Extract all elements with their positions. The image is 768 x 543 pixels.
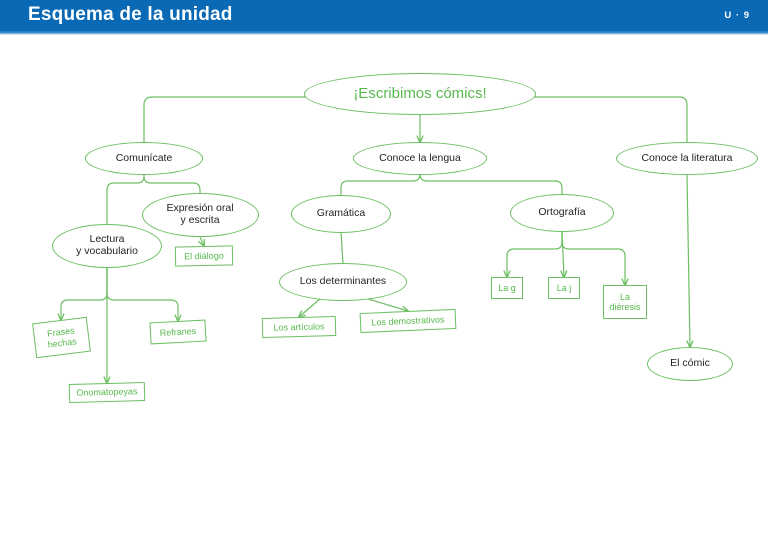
node-label: Conoce la literatura (641, 151, 733, 164)
connector (340, 173, 421, 196)
node-label: El diálogo (184, 250, 224, 262)
node-label: El cómic (670, 357, 710, 370)
node-dialogo: El diálogo (174, 245, 234, 267)
connector (364, 297, 408, 311)
node-la-j: La j (548, 277, 580, 299)
connector (143, 174, 201, 194)
node-comic: El cómic (647, 347, 733, 381)
connector (299, 297, 322, 317)
node-onomatopeyas: Onomatopeyas (68, 382, 146, 403)
connector (507, 231, 563, 277)
node-label: Los determinantes (299, 275, 387, 288)
header-band (0, 0, 768, 31)
header-band-shadow (0, 31, 768, 35)
connector (106, 174, 145, 225)
node-articulos: Los artículos (261, 316, 337, 338)
node-conoce-lengua: Conoce la lengua (353, 142, 487, 175)
node-label: La g (498, 282, 516, 293)
unit-badge: U · 9 (724, 10, 750, 21)
node-conoce-literatura: Conoce la literatura (616, 142, 758, 175)
node-label: Conoce la lengua (379, 151, 461, 164)
node-label: Comunícate (115, 151, 173, 164)
node-gramatica: Gramática (291, 195, 391, 233)
connector (61, 267, 108, 320)
connector (106, 267, 178, 321)
page-title: Esquema de la unidad (28, 4, 233, 25)
node-comunicate: Comunícate (85, 142, 203, 175)
connector (340, 232, 344, 264)
connector (561, 231, 625, 285)
node-label: ¡Escribimos cómics! (353, 84, 487, 102)
node-label: Refranes (159, 326, 197, 338)
node-la-g: La g (491, 277, 523, 299)
concept-map: ¡Escribimos cómics! Comunícate Conoce la l… (0, 35, 768, 543)
node-refranes: Refranes (149, 319, 207, 345)
node-label: Gramática (316, 207, 366, 220)
node-root: ¡Escribimos cómics! (304, 73, 536, 115)
node-label: La j (556, 282, 572, 293)
connector (200, 236, 204, 246)
node-label: Los artículos (273, 321, 325, 333)
node-determinantes: Los determinantes (279, 263, 407, 301)
node-label: Onomatopeyas (76, 386, 138, 399)
node-demostrativos: Los demostrativos (359, 308, 457, 334)
connector (419, 173, 563, 195)
connector (687, 174, 690, 347)
node-label: Ortografía (538, 206, 586, 219)
node-ortografia: Ortografía (510, 194, 614, 232)
node-label: Los demostrativos (371, 314, 445, 328)
